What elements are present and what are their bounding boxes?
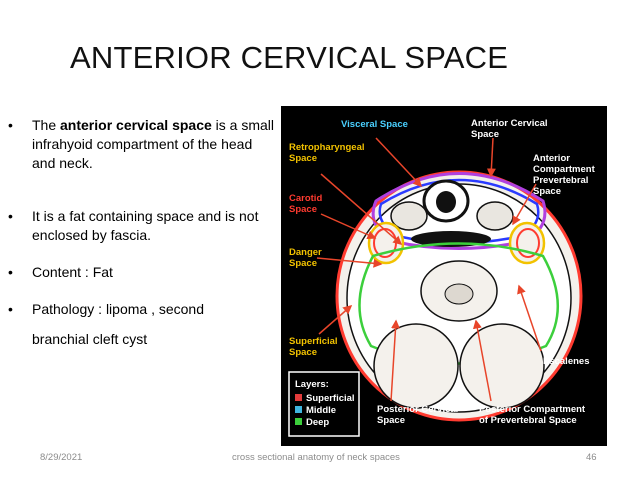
neck-diagram: Visceral Space Anterior Cervical Space R… (288, 118, 597, 437)
bullet-continuation: branchial cleft cyst (32, 331, 148, 347)
footer-page-number: 46 (586, 452, 597, 463)
footer-date: 8/29/2021 (40, 452, 83, 463)
bullet-text-start: The (32, 117, 61, 133)
arrow-anterior-compartment (512, 183, 537, 226)
deep-layer (358, 242, 559, 365)
posterior-muscle-left (373, 323, 459, 409)
thyroid-left (390, 201, 428, 231)
arrow-retropharyngeal (320, 173, 403, 245)
slide-title: ANTERIOR CERVICAL SPACE (70, 40, 509, 75)
bullet-dot: • (8, 301, 13, 317)
bullet-text: The anterior cervical space is a small i… (32, 116, 276, 173)
arrow-carotid (320, 213, 377, 240)
legend-label-deep: Deep (306, 417, 329, 428)
arrow-anterior-cervical (486, 137, 496, 178)
legend-title: Layers: (295, 379, 329, 390)
neck-cross-section-figure: Visceral Space Anterior Cervical Space R… (281, 106, 607, 446)
thyroid-right (476, 201, 514, 231)
bullet-text: It is a fat containing space and is not … (32, 208, 259, 243)
label-retropharyngeal-space: Retropharyngeal Space (289, 142, 367, 164)
label-danger-space: Danger Space (289, 247, 324, 269)
label-posterior-compartment: Posterior Compartment of Prevertebral Sp… (479, 404, 588, 426)
footer-title: cross sectional anatomy of neck spaces (232, 452, 400, 463)
legend-swatch-superficial (295, 394, 302, 401)
arrow-escalenes (517, 284, 542, 352)
bullet-text: Pathology : lipoma , second (32, 301, 204, 317)
posterior-muscle-right (459, 323, 545, 409)
legend-box (288, 371, 360, 437)
label-anterior-compartment: Anterior Compartment Prevertebral Space (533, 153, 597, 197)
label-posterior-cervical-space: Posterior Cervical Space (377, 404, 461, 426)
legend-swatch-deep (295, 418, 302, 425)
arrow-posterior-cervical (390, 319, 401, 402)
label-superficial-space: Superficial Space (289, 336, 340, 358)
arrow-posterior-compartment (472, 319, 492, 402)
arrow-superficial (318, 305, 353, 335)
arrow-danger (316, 257, 383, 268)
label-visceral-space: Visceral Space (341, 119, 408, 130)
bullet-bold-term: anterior cervical space (60, 117, 212, 133)
bullet-dot: • (8, 264, 13, 280)
carotid-sheath-right (516, 228, 540, 258)
legend-label-middle: Middle (306, 405, 336, 416)
bullet-text: Content : Fat (32, 264, 113, 280)
spinal-canal (444, 283, 474, 305)
legend-swatch-middle (295, 406, 302, 413)
bullet-dot: • (8, 208, 13, 224)
arrow-visceral (375, 137, 423, 188)
label-anterior-cervical-space: Anterior Cervical Space (471, 118, 550, 140)
label-carotid-space: Carotid Space (289, 193, 325, 215)
bullet-text-end: is a small infrahyoid compartment of the… (32, 117, 275, 171)
legend-label-superficial: Superficial (306, 393, 355, 404)
label-escalenes: Escalenes (543, 356, 589, 367)
airway-lumen (436, 191, 456, 213)
bullet-dot: • (8, 117, 13, 133)
